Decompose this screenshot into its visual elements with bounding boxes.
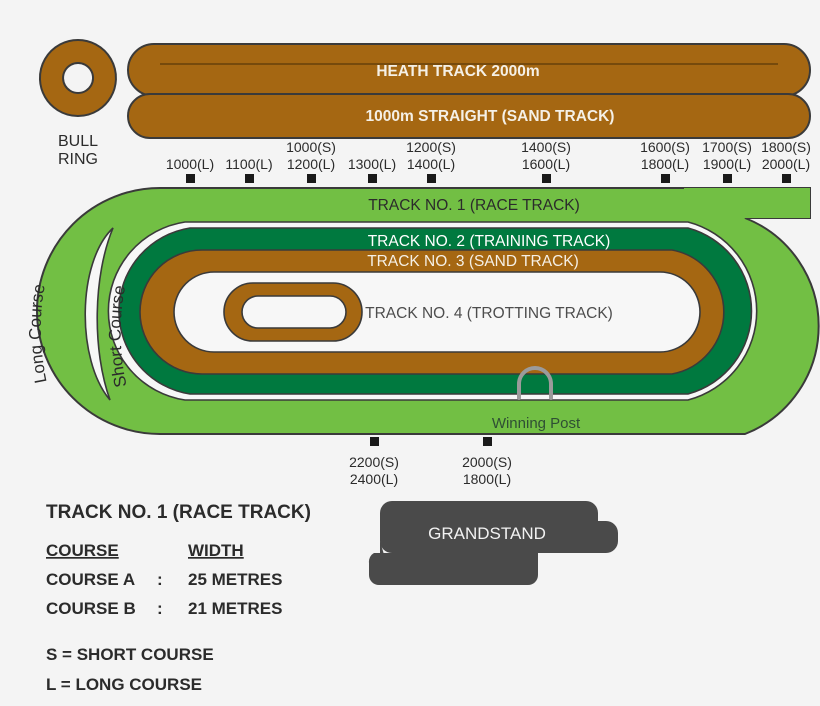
top-marker-8-long: 1900(L)	[703, 156, 751, 172]
bottom-marker-1-short: 2200(S)	[349, 454, 399, 470]
legend-note-long-course: L = LONG COURSE	[46, 675, 202, 694]
winning-post-label: Winning Post	[492, 415, 581, 432]
legend-row-1-course: COURSE A	[46, 570, 135, 589]
bull-ring-shape	[38, 39, 117, 117]
grandstand-left-cap	[380, 501, 392, 553]
track-4-inner-ring	[223, 282, 363, 342]
top-marker-3-short: 1000(S)	[286, 139, 336, 155]
bottom-tick-2	[483, 437, 492, 446]
track-4-label: TRACK NO. 4 (TROTTING TRACK)	[365, 305, 613, 322]
top-marker-5-short: 1200(S)	[406, 139, 456, 155]
bottom-distance-markers: 2200(S) 2400(L) 2000(S) 1800(L)	[349, 437, 512, 487]
top-marker-2-long: 1100(L)	[225, 156, 272, 172]
top-marker-9-short: 1800(S)	[761, 139, 811, 155]
sand-straight-label: 1000m STRAIGHT (SAND TRACK)	[366, 108, 615, 125]
legend-row-1-separator: :	[157, 570, 163, 589]
sand-straight-shape	[127, 93, 811, 139]
heath-track-group: HEATH TRACK 2000m	[127, 43, 811, 97]
grandstand-label: GRANDSTAND	[428, 524, 546, 543]
top-tick-5	[427, 174, 436, 183]
top-marker-8-short: 1700(S)	[702, 139, 752, 155]
legend-row-1-width: 25 METRES	[188, 570, 282, 589]
track-1-chute	[684, 188, 810, 218]
top-distance-markers: 1000(L) 1100(L) 1000(S) 1200(L) 1300(L) …	[166, 139, 811, 183]
grandstand-group: GRANDSTAND	[368, 501, 618, 585]
top-marker-6-long: 1600(L)	[522, 156, 570, 172]
legend-block: TRACK NO. 1 (RACE TRACK) COURSE WIDTH CO…	[46, 502, 311, 694]
legend-row-2-width: 21 METRES	[188, 599, 282, 618]
winning-post-group: Winning Post	[492, 366, 581, 432]
legend-row-2-course: COURSE B	[46, 599, 136, 618]
top-marker-5-long: 1400(L)	[407, 156, 455, 172]
top-marker-6-short: 1400(S)	[521, 139, 571, 155]
top-tick-4	[368, 174, 377, 183]
course-split-crescent-group	[84, 227, 114, 401]
top-marker-7-short: 1600(S)	[640, 139, 690, 155]
grandstand-lower-shape	[379, 553, 538, 585]
bull-ring-group: BULL RING	[38, 39, 117, 168]
track-3-label: TRACK NO. 3 (SAND TRACK)	[367, 253, 579, 270]
bull-ring-label-line1: BULL	[58, 133, 98, 150]
bottom-marker-2-long: 1800(L)	[463, 471, 511, 487]
legend-col-header-course: COURSE	[46, 541, 119, 560]
top-marker-1-long: 1000(L)	[166, 156, 214, 172]
legend-note-short-course: S = SHORT COURSE	[46, 645, 214, 664]
top-tick-8	[723, 174, 732, 183]
bull-ring-label-line2: RING	[58, 151, 98, 168]
bottom-tick-1	[370, 437, 379, 446]
legend-col-header-width: WIDTH	[188, 541, 244, 560]
bottom-marker-2-short: 2000(S)	[462, 454, 512, 470]
top-tick-2	[245, 174, 254, 183]
grandstand-upper-shape	[392, 501, 618, 553]
top-marker-3-long: 1200(L)	[287, 156, 335, 172]
course-split-crescent	[84, 227, 114, 401]
top-tick-7	[661, 174, 670, 183]
sand-straight-group: 1000m STRAIGHT (SAND TRACK)	[127, 93, 811, 139]
top-tick-9	[782, 174, 791, 183]
top-marker-4-long: 1300(L)	[348, 156, 396, 172]
top-marker-7-long: 1800(L)	[641, 156, 689, 172]
legend-row-2-separator: :	[157, 599, 163, 618]
winning-post-icon	[517, 366, 553, 400]
track-4-trotting-track-group	[173, 271, 701, 353]
legend-heading: TRACK NO. 1 (RACE TRACK)	[46, 502, 311, 523]
top-marker-ticks	[186, 174, 791, 183]
top-tick-3	[307, 174, 316, 183]
track-2-label: TRACK NO. 2 (TRAINING TRACK)	[368, 233, 611, 250]
top-tick-6	[542, 174, 551, 183]
bottom-marker-1-long: 2400(L)	[350, 471, 398, 487]
heath-track-label: HEATH TRACK 2000m	[376, 63, 539, 80]
top-tick-1	[186, 174, 195, 183]
track-1-label: TRACK NO. 1 (RACE TRACK)	[368, 197, 580, 214]
top-marker-9-long: 2000(L)	[762, 156, 810, 172]
